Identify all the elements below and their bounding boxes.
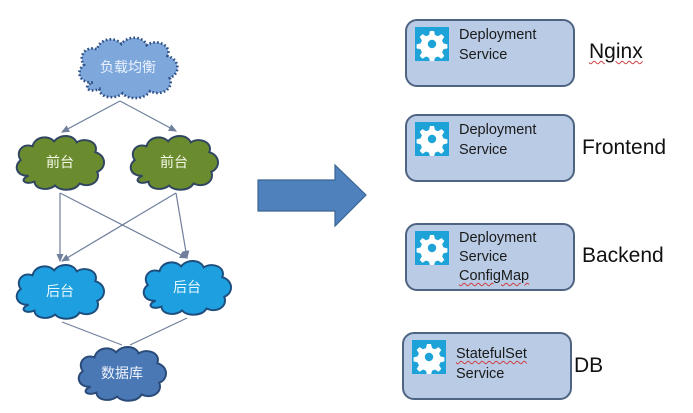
- component-line: Deployment: [459, 27, 537, 43]
- edge-be1-db: [61, 321, 123, 346]
- component-line-text: StatefulSet: [456, 346, 527, 362]
- component-text: Deployment Service ConfigMap: [459, 229, 536, 286]
- edge-be2-db: [129, 317, 188, 346]
- gear-icon: [415, 27, 449, 62]
- edge-lb-fe1: [60, 100, 121, 133]
- component-line: Deployment: [459, 230, 537, 246]
- gear-icon: [415, 122, 449, 157]
- role-label-nginx: Nginx: [589, 40, 643, 64]
- component-text: Deployment Service: [459, 25, 536, 65]
- edge-fe2-be1: [60, 192, 177, 262]
- component-box-backend[interactable]: Deployment Service ConfigMap: [405, 223, 575, 291]
- edge-fe2-be2: [175, 192, 190, 260]
- component-box-nginx[interactable]: Deployment Service: [405, 19, 575, 87]
- role-text: Nginx: [589, 40, 643, 63]
- component-line: Service: [459, 249, 508, 265]
- edge-fe1-be2: [59, 192, 189, 259]
- cloud-label-backend: 后台: [46, 284, 74, 300]
- cloud-label-database: 数据库: [101, 366, 143, 382]
- component-text: StatefulSet Service: [456, 344, 527, 384]
- role-label-frontend: Frontend: [582, 136, 667, 159]
- component-box-db[interactable]: StatefulSet Service: [402, 332, 572, 400]
- cloud-label-load-balancer: 负载均衡: [100, 60, 156, 76]
- edge-lb-fe2: [119, 100, 178, 132]
- cloud-label-frontend: 前台: [160, 155, 188, 171]
- component-line-text: ConfigMap: [459, 268, 530, 284]
- right-arrow-icon: [257, 163, 367, 228]
- role-label-db: DB: [574, 354, 604, 377]
- cloud-label-frontend: 前台: [46, 155, 74, 171]
- component-line: Service: [459, 142, 508, 158]
- component-line: Deployment: [459, 122, 537, 138]
- role-label-backend: Backend: [582, 244, 664, 267]
- component-line: ConfigMap: [459, 267, 536, 286]
- component-line: Service: [459, 47, 508, 63]
- cloud-label-backend: 后台: [173, 280, 201, 296]
- clouds-group: [15, 36, 233, 402]
- component-box-frontend[interactable]: Deployment Service: [405, 114, 575, 182]
- component-text: Deployment Service: [459, 120, 536, 160]
- gear-icon: [415, 231, 449, 266]
- edges-group: [56, 100, 190, 346]
- gear-icon: [412, 340, 446, 375]
- component-line: Service: [456, 366, 505, 382]
